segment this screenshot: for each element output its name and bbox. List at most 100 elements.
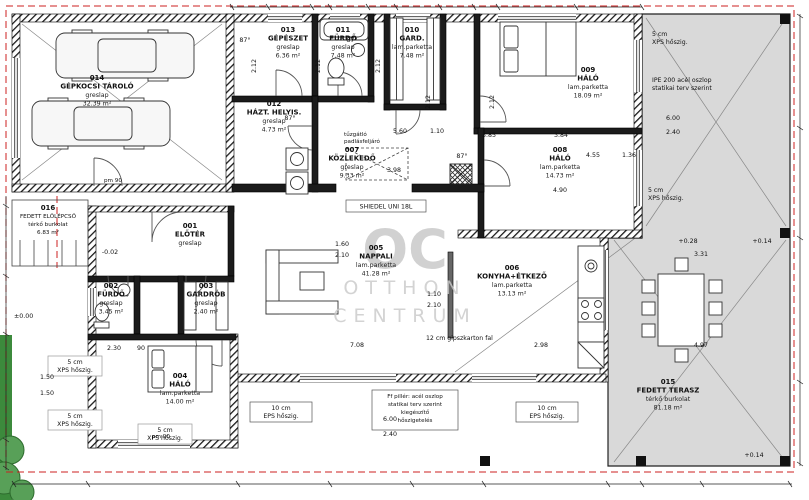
room-001-floor: greslap bbox=[178, 240, 201, 247]
room-006-id: 006 bbox=[505, 264, 520, 272]
entry-door-swing bbox=[151, 211, 183, 243]
ff-note-2: statikai terv szerint bbox=[388, 402, 443, 408]
room-006-area: 13.13 m² bbox=[498, 291, 527, 298]
dim-87-4: 87° bbox=[456, 152, 467, 160]
room-007-name: KÖZLEKEDŐ bbox=[328, 154, 375, 163]
room-009-id: 009 bbox=[581, 66, 596, 74]
room-013-area: 6.36 m² bbox=[276, 53, 301, 60]
xps-004-1: 5 cm bbox=[157, 427, 172, 434]
entrance-steps bbox=[11, 199, 89, 267]
room-004-floor: lam.parketta bbox=[160, 390, 200, 397]
room-003-id: 003 bbox=[199, 282, 214, 290]
room-004-id: 004 bbox=[173, 372, 188, 380]
room-016-floor: térkő burkolat bbox=[28, 221, 68, 228]
dim-87-1: 87° bbox=[239, 36, 250, 44]
dim-210-a: 2.10 bbox=[335, 252, 349, 259]
dim-212-5: 2.12 bbox=[489, 95, 496, 109]
pm90-004: pm 90 bbox=[152, 434, 170, 440]
room-013-floor: greslap bbox=[276, 44, 299, 51]
room-011-id: 011 bbox=[336, 26, 351, 34]
chimney bbox=[449, 163, 473, 185]
room-015-floor: térkő burkolat bbox=[646, 394, 691, 403]
level-p014-a: +0.14 bbox=[752, 238, 771, 245]
room-009-area: 18.09 m² bbox=[574, 93, 603, 100]
room-label-001: 001 ELŐTÉR greslap bbox=[175, 222, 206, 247]
room-003-area: 2.40 m² bbox=[194, 309, 219, 316]
shiedel-label: SHIEDEL UNI 18L bbox=[360, 204, 413, 211]
dim-90: 90 bbox=[137, 345, 145, 352]
dim-87-2: 87° bbox=[284, 114, 295, 122]
room-005-name: NAPPALI bbox=[359, 253, 392, 261]
dim-455: 4.55 bbox=[586, 152, 600, 159]
dim-600-bottom: 6.00 bbox=[383, 416, 397, 423]
kitchen-counter bbox=[577, 245, 605, 369]
room-006-name: KONYHA+ÉTKEZŐ bbox=[477, 272, 547, 281]
room-008-floor: lam.parketta bbox=[540, 164, 580, 171]
room-001-name: ELŐTÉR bbox=[175, 230, 206, 239]
room-003-floor: greslap bbox=[194, 300, 217, 307]
watermark-centrum: CENTRUM bbox=[333, 305, 477, 327]
room-label-006: 006 KONYHA+ÉTKEZŐ lam.parketta 13.13 m² bbox=[477, 264, 547, 298]
pm90-garage: pm 90 bbox=[104, 178, 122, 184]
room-label-012: 012 HÁZT. HELYIS. greslap 4.73 m² bbox=[247, 100, 302, 134]
level-zero: ±0.00 bbox=[14, 313, 33, 320]
room-008-id: 008 bbox=[553, 146, 568, 154]
eps-note-right-1: 10 cm bbox=[537, 405, 556, 412]
room-008-name: HÁLÓ bbox=[549, 154, 570, 163]
xps-rightmid-1: 5 cm bbox=[648, 187, 663, 194]
bathroom-002-fixtures bbox=[93, 283, 131, 329]
dim-212-3: 2.12 bbox=[375, 59, 382, 73]
room-005-area: 41.28 m² bbox=[362, 271, 391, 278]
ipe-note-2: statikai terv szerint bbox=[652, 85, 712, 92]
room-label-005: 005 NAPPALI lam.parketta 41.28 m² bbox=[356, 244, 396, 278]
room-015-id: 015 bbox=[661, 378, 676, 386]
room-label-009: 009 HÁLÓ lam.parketta 18.09 m² bbox=[568, 66, 608, 100]
ff-note-4: hőszigetelés bbox=[398, 417, 433, 424]
dim-87-3: 87° bbox=[346, 36, 357, 44]
level-marks: ±0.00 -0.02 +0.28 +0.14 +0.14 bbox=[14, 238, 772, 459]
car-2 bbox=[31, 97, 171, 150]
dim-212-4: 2.12 bbox=[425, 95, 432, 109]
room-016-id: 016 bbox=[41, 204, 56, 212]
dim-398: 3.98 bbox=[387, 167, 401, 174]
room-009-floor: lam.parketta bbox=[568, 84, 608, 91]
room-012-id: 012 bbox=[267, 100, 282, 108]
room-007-id: 007 bbox=[345, 146, 360, 154]
room-014-area: 32.39 m² bbox=[83, 101, 112, 108]
bathroom-011-fixtures bbox=[319, 18, 369, 86]
terrace-dining-set bbox=[641, 257, 723, 363]
dimension-rulers bbox=[2, 3, 804, 488]
attic-ladder bbox=[345, 147, 409, 181]
room-002-area: 3.45 m² bbox=[99, 309, 124, 316]
dimension-texts: 87° 87° 87° 87° 2.12 2.12 2.12 2.12 2.12… bbox=[40, 36, 708, 438]
room-010-floor: lam.parketta bbox=[392, 44, 432, 51]
room-label-016: 016 FEDETT ELŐLÉPCSŐ térkő burkolat 6.83… bbox=[20, 204, 77, 236]
ipe-note-1: IPE 200 acél oszlop bbox=[652, 76, 712, 84]
room-005-floor: lam.parketta bbox=[356, 262, 396, 269]
bed-master bbox=[499, 21, 577, 77]
room-014-id: 014 bbox=[90, 74, 105, 82]
room-003-name: GARDRÓB bbox=[186, 290, 225, 299]
room-label-010: 010 GARD. lam.parketta 7.48 m² bbox=[392, 26, 432, 60]
room-label-007: 007 KÖZLEKEDŐ greslap 9.33 m² bbox=[328, 146, 375, 180]
xps-left1-2: XPS hőszig. bbox=[57, 365, 93, 374]
annotations: 5 cm XPS hőszig. IPE 200 acél oszlop sta… bbox=[57, 31, 712, 442]
room-002-id: 002 bbox=[104, 282, 119, 290]
annotation-boxes bbox=[47, 199, 579, 445]
dim-298: 2.98 bbox=[534, 342, 548, 349]
xps-topright-2: XPS hőszig. bbox=[652, 37, 688, 46]
dim-240-bottom: 2.40 bbox=[383, 431, 397, 438]
room-label-002: 002 FÜRDŐ greslap 3.45 m² bbox=[97, 282, 125, 316]
room-014-name: GÉPKOCSI TÁROLÓ bbox=[60, 82, 133, 91]
watermark-oc: OC bbox=[362, 218, 448, 281]
wardrobe-010 bbox=[389, 17, 441, 101]
bed-room004 bbox=[147, 345, 213, 393]
roof-overhang-dashed bbox=[5, 5, 795, 473]
dim-212-2: 2.12 bbox=[315, 59, 322, 73]
dim-110-b: 1.10 bbox=[427, 291, 441, 298]
room-002-name: FÜRDŐ bbox=[97, 290, 125, 299]
dim-384: 3.84 bbox=[554, 132, 568, 139]
room-015-name: FEDETT TERASZ bbox=[637, 387, 700, 395]
xps-rightmid-2: XPS hőszig. bbox=[648, 193, 684, 202]
